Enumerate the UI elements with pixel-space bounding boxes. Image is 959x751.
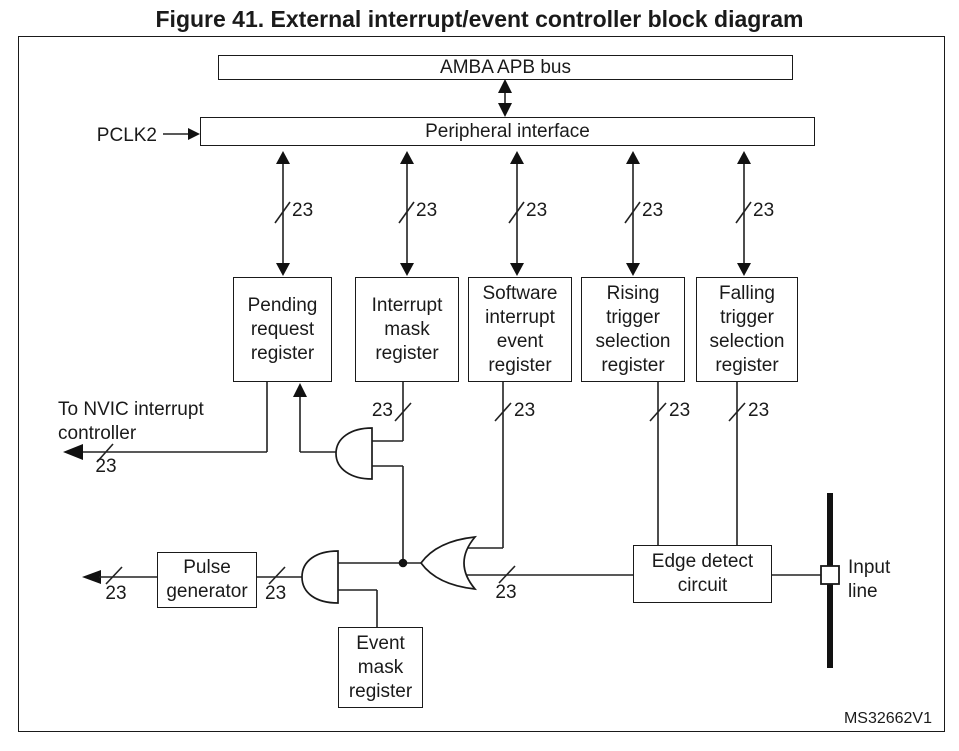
or-gate-wires: [338, 382, 633, 584]
block-software-interrupt-event-register-label: Software interrupt event register: [482, 282, 558, 376]
pclk2-label: PCLK2: [96, 125, 157, 146]
bus-width-label: 23: [526, 200, 548, 221]
block-interrupt-mask-register-label: Interrupt mask register: [371, 294, 443, 364]
or-gate: [419, 535, 478, 591]
block-software-interrupt-event-register: Software interrupt event register: [468, 277, 572, 382]
register-bus-arrow-4: [624, 151, 641, 276]
bus-width-label: 23: [95, 456, 117, 477]
bus-width-label: 23: [371, 400, 393, 421]
register-bus-arrow-2: [398, 151, 415, 276]
block-interrupt-mask-register: Interrupt mask register: [355, 277, 459, 382]
block-pulse-generator: Pulse generator: [157, 552, 257, 608]
bus-width-label: 23: [753, 200, 775, 221]
block-amba-apb-bus-label: AMBA APB bus: [440, 56, 571, 78]
bus-width-label: 23: [642, 200, 664, 221]
junction-dot: [398, 558, 408, 568]
bus-width-label: 23: [669, 400, 691, 421]
and1-input-wires: [372, 382, 412, 563]
to-nvic-wire: [63, 382, 268, 463]
block-pending-request-register: Pending request register: [233, 277, 332, 382]
block-rising-trigger-selection-register: Rising trigger selection register: [581, 277, 685, 382]
block-pending-request-register-label: Pending request register: [247, 294, 318, 364]
and-gate-1: [335, 427, 373, 480]
block-pulse-generator-label: Pulse generator: [166, 557, 248, 602]
bus-width-label: 23: [514, 400, 536, 421]
input-line-pin: [820, 565, 840, 585]
block-edge-detect-circuit: Edge detect circuit: [633, 545, 772, 603]
amba-peripheral-bus-arrow: [498, 79, 512, 117]
block-peripheral-interface: Peripheral interface: [200, 117, 815, 146]
figure-title: Figure 41. External interrupt/event cont…: [155, 6, 804, 32]
register-bus-arrow-3: [508, 151, 525, 276]
pulse-generator-wires: [82, 566, 305, 585]
edge-detect-wires: [649, 382, 822, 576]
bus-width-label: 23: [265, 583, 287, 604]
block-edge-detect-circuit-label: Edge detect circuit: [651, 551, 754, 596]
block-falling-trigger-selection-register: Falling trigger selection register: [696, 277, 798, 382]
block-falling-trigger-selection-register-label: Falling trigger selection register: [709, 282, 785, 376]
and-gate-2: [301, 550, 339, 604]
block-rising-trigger-selection-register-label: Rising trigger selection register: [595, 282, 671, 376]
register-bus-arrow-1: [274, 151, 291, 276]
figure-watermark: MS32662V1: [843, 710, 932, 727]
bus-width-label: 23: [292, 200, 314, 221]
bus-width-label: 23: [105, 583, 127, 604]
block-peripheral-interface-label: Peripheral interface: [425, 120, 590, 142]
bus-width-label: 23: [495, 582, 517, 603]
pclk2-arrow: [163, 128, 200, 140]
bus-width-label: 23: [748, 400, 770, 421]
block-event-mask-register-label: Event mask register: [348, 632, 413, 702]
bus-width-label: 23: [416, 200, 438, 221]
diagram-border: [18, 36, 945, 732]
and2-input-wires: [338, 589, 378, 627]
block-amba-apb-bus: AMBA APB bus: [218, 55, 793, 80]
block-event-mask-register: Event mask register: [338, 627, 423, 708]
register-bus-arrow-5: [735, 151, 752, 276]
and1-output-arrow: [293, 383, 337, 453]
input-line-label: Input line: [848, 557, 891, 602]
to-nvic-label: To NVIC interrupt controller: [58, 399, 204, 444]
